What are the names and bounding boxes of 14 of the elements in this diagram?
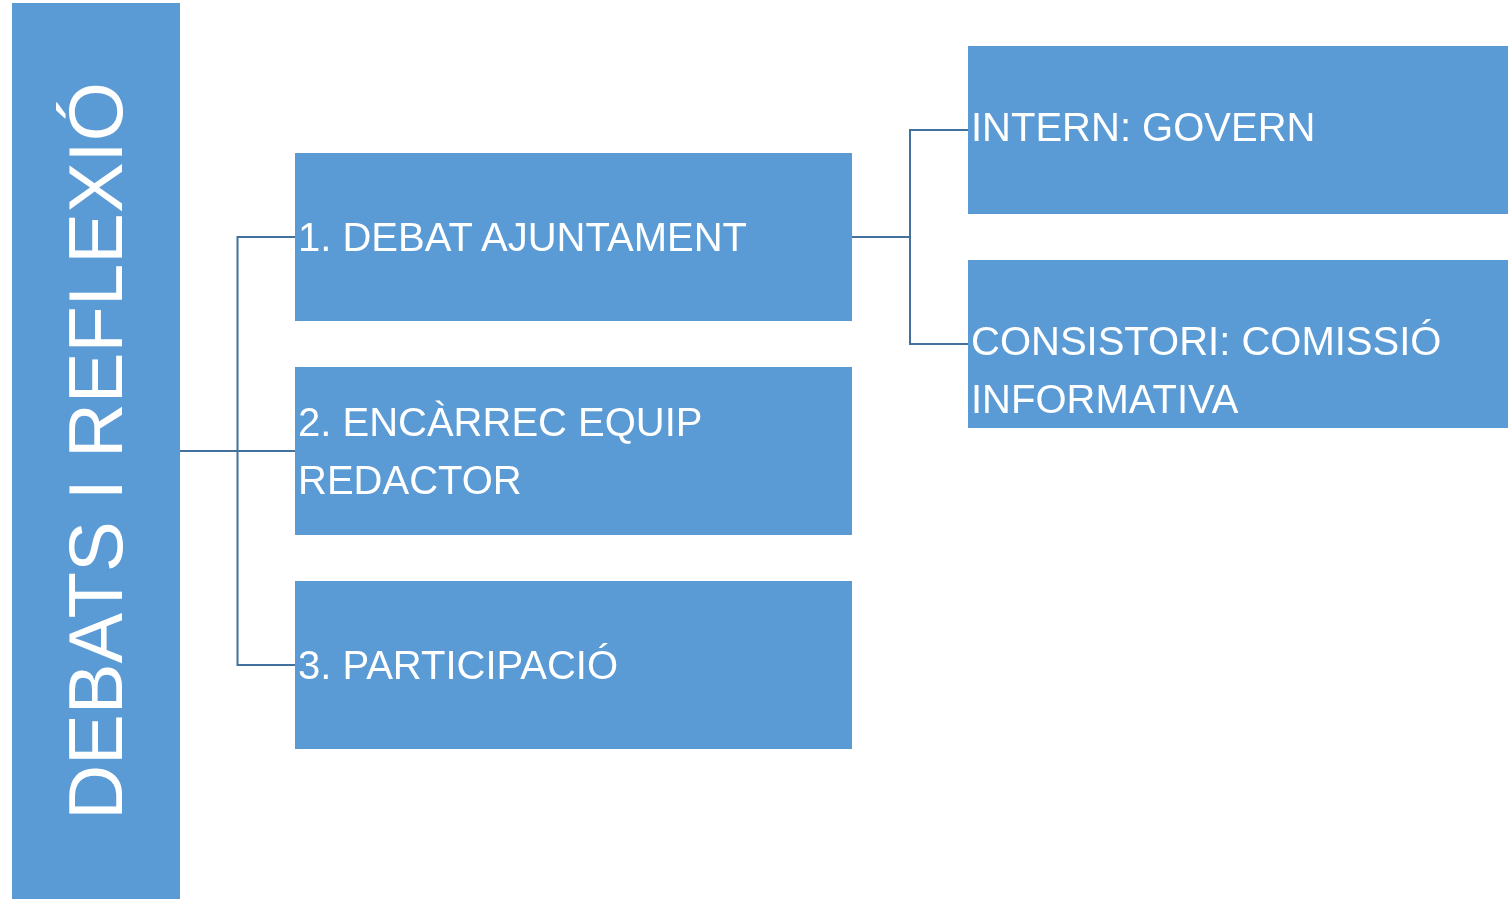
box-label: 1. DEBAT AJUNTAMENT	[298, 214, 748, 261]
box-label: INTERN: GOVERN	[971, 104, 1317, 151]
process-box	[968, 46, 1508, 214]
box-label: 2. ENCÀRREC EQUIP REDACTOR	[298, 399, 703, 504]
box-label: CONSISTORI: COMISSIÓ INFORMATIVA	[971, 318, 1443, 423]
process-box	[295, 581, 852, 749]
process-box	[295, 153, 852, 321]
vertical-title: DEBATS I REFLEXIÓ	[58, 82, 134, 820]
connector-line	[851, 236, 969, 345]
process-box	[968, 260, 1508, 428]
connector-line	[179, 450, 296, 666]
box-label: 3. PARTICIPACIÓ	[298, 642, 620, 689]
process-box	[295, 367, 852, 535]
process-box	[12, 3, 180, 899]
